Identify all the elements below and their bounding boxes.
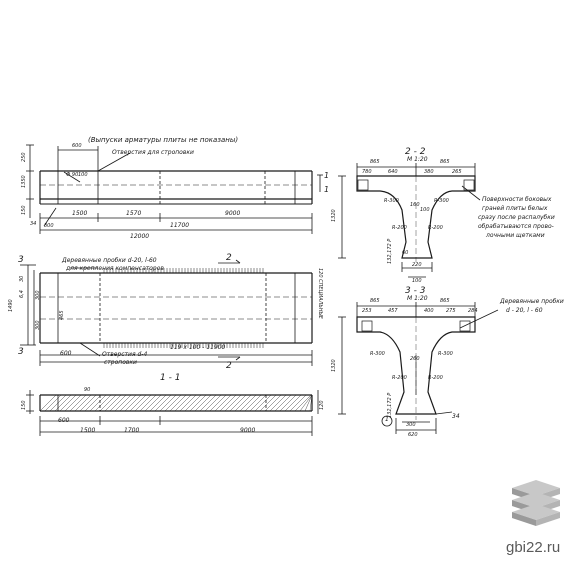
section-1-1-title: 1 - 1: [160, 373, 181, 383]
dim-865-s22-b: 865: [440, 159, 450, 165]
dim-100b-s22: 100: [412, 278, 422, 284]
plugs-note-1: Деревянные пробки: [500, 298, 564, 305]
dim-465: 465: [59, 310, 65, 320]
dim-side-plan: 120 СПЕЦИАЛЬНЫЕ: [317, 268, 323, 319]
section-mark-2-bottom: 2: [226, 361, 232, 371]
dim-865-s33-b: 865: [440, 298, 450, 304]
dim-12000: 12000: [130, 233, 150, 240]
dim-400: 400: [424, 308, 434, 314]
dim-1320-s22: 1320: [331, 209, 337, 222]
section-mark-2-top: 2: [226, 253, 232, 263]
r200-s33-a: R-200: [392, 375, 407, 381]
section-2-2-title: 2 - 2: [405, 147, 426, 157]
dim-640: 640: [388, 169, 398, 175]
dim-284: 284: [468, 308, 478, 314]
section-mark-3-top: 3: [18, 255, 24, 265]
watermark-text: gbi22.ru: [506, 539, 561, 556]
r300-s22-a: R-300: [384, 198, 399, 204]
dim-1320-s33: 1320: [331, 359, 337, 372]
dim-300-s33: 300: [406, 422, 416, 428]
section-2-2-scale: М 1:20: [407, 156, 428, 163]
plugs-label: Деревянные пробки d-20, l-60: [62, 257, 157, 264]
dim-300-plan-a: 300: [35, 290, 41, 300]
dim-600-top: 600: [72, 143, 82, 149]
holes-label: Отверстия для строповки: [112, 149, 194, 156]
dim-1570: 1570: [126, 210, 142, 217]
dim-220: 220: [412, 262, 422, 268]
r300-s33-b: R-300: [438, 351, 453, 357]
dim-9000-top: 9000: [225, 210, 241, 217]
dim-11700-top: 11700: [170, 222, 190, 229]
dim-265: 265: [452, 169, 462, 175]
dim-275: 275: [446, 308, 456, 314]
dim-380: 380: [424, 169, 434, 175]
dim-232-s33: 132,172 Р: [387, 392, 393, 418]
dim-phi90: Ф 90: [66, 172, 79, 178]
dim-9000-s11: 9000: [240, 427, 256, 434]
openings-label-2: строповки: [104, 359, 137, 366]
section-mark-3-bottom: 3: [18, 347, 24, 357]
r200-s22-a: R-200: [392, 225, 407, 231]
dim-865-s33-a: 865: [370, 298, 380, 304]
top-view-note: (Выпуски арматуры плиты не показаны): [88, 136, 239, 144]
dim-250: 250: [21, 152, 27, 162]
dim-1490: 1490: [8, 299, 14, 312]
note-line-5: лочными щетками: [486, 232, 545, 239]
dim-300-plan-b: 300: [35, 320, 41, 330]
dim-spacing: 119 х 100 - 11900: [170, 344, 226, 351]
dim-865-s22-a: 865: [370, 159, 380, 165]
r200-s22-b: R-200: [428, 225, 443, 231]
plugs-label-2: для крепления компенсаторов: [66, 265, 164, 272]
section-3-3-scale: М 1:20: [407, 295, 428, 302]
section-mark-1-top: 1: [324, 171, 330, 180]
top-view-outline: [26, 144, 323, 234]
dim-6-4: 6,4: [19, 290, 25, 298]
plugs-note-2: d - 20, l - 60: [506, 307, 543, 314]
position-mark-1: 1: [385, 416, 389, 423]
dim-1700-s11: 1700: [124, 427, 140, 434]
section-3-3-title: 3 - 3: [405, 286, 426, 296]
dim-160: 160: [410, 202, 420, 208]
dim-1500-top: 1500: [72, 210, 88, 217]
dim-1350: 1350: [21, 175, 27, 188]
r300-s22-b: R-300: [434, 198, 449, 204]
dim-457: 457: [388, 308, 398, 314]
section-2-2-profile: [338, 163, 481, 278]
note-line-4: обрабатываются прово-: [478, 223, 554, 230]
section-3-3-profile: [338, 302, 499, 434]
note-line-2: граней плиты белых: [482, 205, 548, 212]
r300-s33-a: R-300: [370, 351, 385, 357]
dim-600-s11: 600: [58, 417, 70, 424]
dim-30: 30: [19, 275, 25, 282]
dim-600-plan: 600: [60, 350, 72, 357]
openings-label: Отверстия d-4: [102, 351, 148, 358]
dim-780: 780: [362, 169, 372, 175]
note-line-3: сразу после распалубки: [478, 214, 555, 221]
dim-100-top: 100: [78, 172, 88, 178]
dim-150: 150: [21, 205, 27, 215]
dim-150-s11: 150: [21, 400, 27, 410]
plan-tick-marks: [103, 268, 264, 348]
section-1-1-hatch: [39, 394, 313, 412]
dim-300-top: 300: [44, 223, 54, 229]
dim-34-top: 34: [30, 221, 37, 227]
r200-s33-b: R-200: [428, 375, 443, 381]
dim-253: 253: [362, 308, 372, 314]
dim-60: 60: [402, 250, 409, 256]
dim-232-s22: 132,172 Р: [387, 238, 393, 264]
dim-1500-s11: 1500: [80, 427, 96, 434]
section-mark-1-bottom: 1: [324, 185, 330, 194]
dim-100-s22: 100: [420, 207, 430, 213]
dim-620: 620: [408, 432, 418, 438]
dim-260: 260: [410, 356, 420, 362]
slabs-logo-icon: [512, 480, 560, 526]
dim-120-s11: 120: [319, 400, 325, 410]
dim-34-s33: 34: [452, 413, 460, 420]
note-line-1: Поверхности боковых: [482, 196, 552, 203]
dim-90: 90: [84, 387, 91, 393]
